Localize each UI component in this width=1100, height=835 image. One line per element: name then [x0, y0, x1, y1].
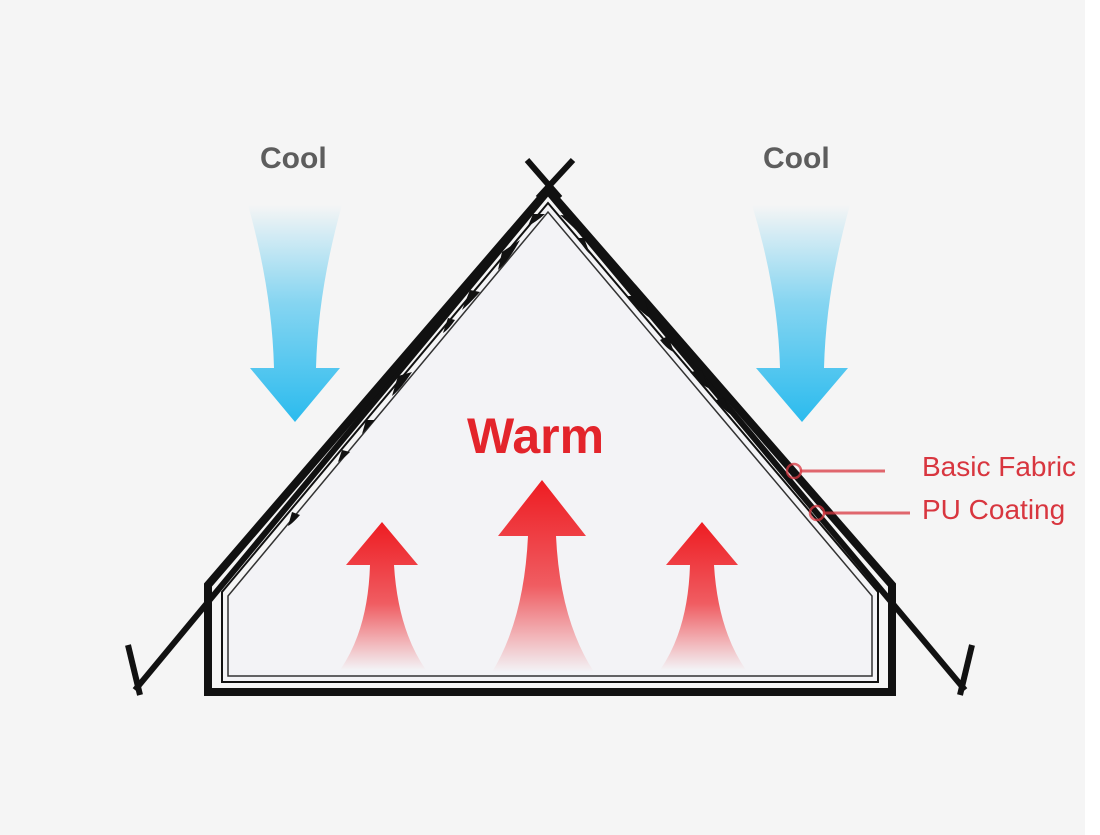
pu-coating-droplets-right [560, 215, 730, 414]
basic-fabric-marker [785, 462, 803, 480]
pu-coating-droplets-left [288, 214, 545, 526]
warm-label: Warm [467, 408, 605, 464]
pu-coating-marker [808, 504, 826, 522]
warm-arrow-left [340, 522, 426, 670]
cool-label-left: Cool [260, 142, 327, 175]
right-peg [957, 644, 975, 696]
warm-arrow-center [492, 480, 594, 672]
basic-fabric-label: Basic Fabric [922, 451, 1077, 482]
cool-label-right: Cool [763, 142, 830, 175]
right-edge-strip [1085, 0, 1100, 835]
left-peg [125, 644, 143, 696]
pu-coating-label: PU Coating [922, 494, 1066, 525]
outer-fabric-layer [204, 183, 896, 696]
inner-fabric-layer-2 [227, 210, 873, 677]
inner-fabric-layer [221, 201, 879, 683]
cool-arrow-left [248, 205, 342, 422]
cool-arrow-right [752, 205, 850, 422]
warm-arrow-right [660, 522, 746, 670]
